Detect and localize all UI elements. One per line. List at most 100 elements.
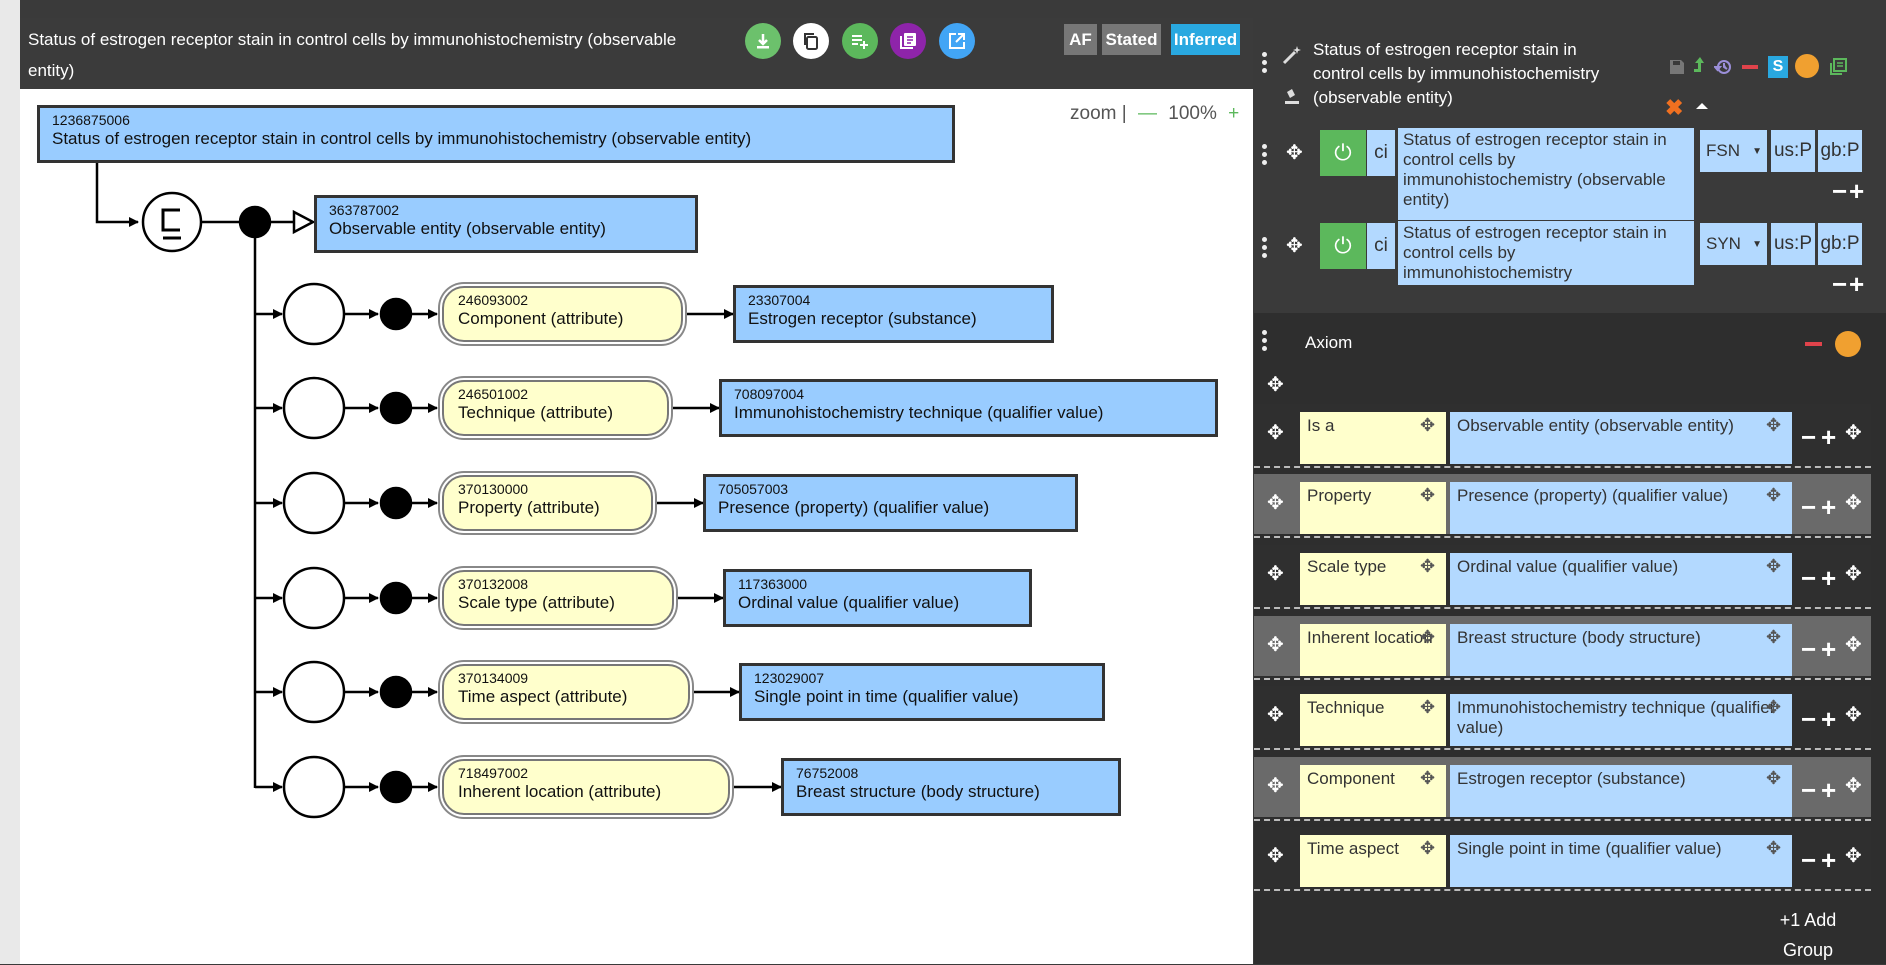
attribute-move-icon[interactable]: ✥ — [1420, 556, 1436, 576]
relationship-attribute[interactable]: Scale type — [1300, 553, 1446, 605]
remove-relationship-button[interactable]: − — [1801, 775, 1817, 805]
relationship-attribute[interactable]: Property — [1300, 482, 1446, 534]
remove-description-button[interactable]: − — [1832, 176, 1848, 206]
value-move-icon[interactable]: ✥ — [1766, 556, 1782, 576]
status-circle[interactable] — [1795, 54, 1819, 78]
toggle-af[interactable]: AF — [1064, 24, 1097, 55]
relationship-value[interactable]: Immunohistochemistry technique (qualifie… — [1450, 694, 1792, 746]
copy-button[interactable] — [793, 23, 829, 59]
open-external-button[interactable] — [939, 23, 975, 59]
relationship-drag-icon[interactable]: ✥ — [1845, 492, 1862, 514]
toggle-inferred[interactable]: Inferred — [1171, 24, 1240, 55]
remove-concept-button[interactable] — [1742, 65, 1758, 69]
description-type-select[interactable]: FSN▼ — [1700, 130, 1767, 172]
add-relationship-button[interactable]: + — [1821, 634, 1837, 664]
parent-concept-node[interactable]: 363787002 Observable entity (observable … — [314, 195, 698, 253]
remove-relationship-button[interactable]: − — [1801, 704, 1817, 734]
remove-relationship-button[interactable]: − — [1801, 845, 1817, 875]
value-move-icon[interactable]: ✥ — [1766, 697, 1782, 717]
axiom-drag-handle[interactable] — [1262, 330, 1268, 351]
remove-relationship-button[interactable]: − — [1801, 563, 1817, 593]
attribute-move-icon[interactable]: ✥ — [1420, 415, 1436, 435]
value-move-icon[interactable]: ✥ — [1766, 627, 1782, 647]
case-significance[interactable]: ci — [1367, 223, 1395, 269]
us-acceptability[interactable]: us:P — [1771, 223, 1815, 265]
add-description-button[interactable]: + — [1849, 176, 1865, 206]
relationship-value[interactable]: Presence (property) (qualifier value) — [1450, 482, 1792, 534]
history-icon[interactable] — [1712, 58, 1732, 82]
description-drag-handle[interactable] — [1262, 237, 1268, 258]
description-move-icon[interactable]: ✥ — [1286, 235, 1303, 257]
magic-wand-icon[interactable] — [1281, 44, 1303, 72]
axiom-move-icon[interactable]: ✥ — [1267, 374, 1284, 396]
description-type-select[interactable]: SYN▼ — [1700, 223, 1767, 265]
panel-drag-handle[interactable] — [1262, 52, 1268, 73]
description-drag-handle[interactable] — [1262, 144, 1268, 165]
toggle-stated[interactable]: Stated — [1102, 24, 1161, 55]
gb-acceptability[interactable]: gb:P — [1818, 130, 1862, 172]
description-term[interactable]: Status of estrogen receptor stain in con… — [1398, 221, 1694, 285]
relationship-move-icon[interactable]: ✥ — [1267, 845, 1284, 867]
remove-relationship-button[interactable]: − — [1801, 492, 1817, 522]
notes-icon[interactable] — [1829, 58, 1847, 82]
relationship-move-icon[interactable]: ✥ — [1267, 492, 1284, 514]
gb-acceptability[interactable]: gb:P — [1818, 223, 1862, 265]
relationship-drag-icon[interactable]: ✥ — [1845, 563, 1862, 585]
attribute-move-icon[interactable]: ✥ — [1420, 838, 1436, 858]
promote-icon[interactable] — [1692, 55, 1708, 81]
relationship-attribute[interactable]: Technique — [1300, 694, 1446, 746]
relationship-move-icon[interactable]: ✥ — [1267, 563, 1284, 585]
download-button[interactable] — [745, 23, 781, 59]
remove-axiom-button[interactable] — [1805, 342, 1822, 346]
value-move-icon[interactable]: ✥ — [1766, 485, 1782, 505]
relationship-value[interactable]: Observable entity (observable entity) — [1450, 412, 1792, 464]
relationship-value[interactable]: Breast structure (body structure) — [1450, 624, 1792, 676]
add-relationship-button[interactable]: + — [1821, 492, 1837, 522]
relationship-attribute[interactable]: Time aspect — [1300, 835, 1446, 887]
zoom-in-button[interactable]: + — [1228, 103, 1240, 124]
attribute-move-icon[interactable]: ✥ — [1420, 768, 1436, 788]
add-relationship-button[interactable]: + — [1821, 422, 1837, 452]
add-relationship-button[interactable]: + — [1821, 704, 1837, 734]
relationship-move-icon[interactable]: ✥ — [1267, 775, 1284, 797]
attribute-move-icon[interactable]: ✥ — [1420, 627, 1436, 647]
relationship-drag-icon[interactable]: ✥ — [1845, 775, 1862, 797]
remove-relationship-button[interactable]: − — [1801, 422, 1817, 452]
add-relationship-button[interactable]: + — [1821, 775, 1837, 805]
library-button[interactable] — [890, 23, 926, 59]
add-to-list-button[interactable] — [842, 23, 878, 59]
relationship-move-icon[interactable]: ✥ — [1267, 634, 1284, 656]
add-relationship-button[interactable]: + — [1821, 563, 1837, 593]
active-toggle[interactable]: ⏻ — [1320, 130, 1366, 176]
us-acceptability[interactable]: us:P — [1771, 130, 1815, 172]
value-move-icon[interactable]: ✥ — [1766, 838, 1782, 858]
value-move-icon[interactable]: ✥ — [1766, 415, 1782, 435]
relationship-move-icon[interactable]: ✥ — [1267, 704, 1284, 726]
save-icon[interactable] — [1668, 58, 1686, 82]
relationship-drag-icon[interactable]: ✥ — [1845, 845, 1862, 867]
root-concept-node[interactable]: 1236875006 Status of estrogen receptor s… — [37, 105, 955, 163]
relationship-value[interactable]: Ordinal value (qualifier value) — [1450, 553, 1792, 605]
relationship-drag-icon[interactable]: ✥ — [1845, 634, 1862, 656]
add-group-button[interactable]: +1 Add Group — [1779, 910, 1837, 960]
relationship-attribute[interactable]: Inherent location — [1300, 624, 1446, 676]
remove-relationship-button[interactable]: − — [1801, 634, 1817, 664]
add-description-button[interactable]: + — [1849, 269, 1865, 299]
relationship-move-icon[interactable]: ✥ — [1267, 422, 1284, 444]
relationship-attribute[interactable]: Is a — [1300, 412, 1446, 464]
axiom-status-circle[interactable] — [1835, 331, 1861, 357]
relationship-drag-icon[interactable]: ✥ — [1845, 422, 1862, 444]
stamp-icon[interactable] — [1281, 84, 1303, 112]
